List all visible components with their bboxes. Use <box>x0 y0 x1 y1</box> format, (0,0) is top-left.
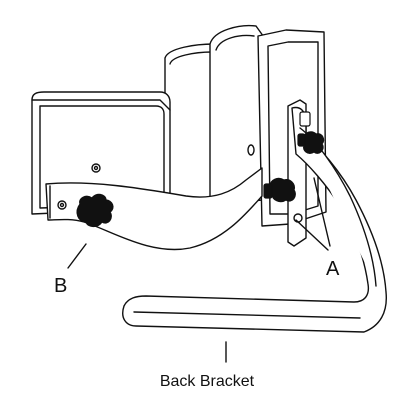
back-bracket <box>122 106 387 333</box>
knob-a-lower-icon[interactable] <box>263 177 296 203</box>
leader-a-lower <box>295 219 329 251</box>
plate-screw-icon <box>293 213 303 223</box>
knob-a-upper-icon[interactable] <box>297 131 325 154</box>
small-nut-icon <box>299 111 311 127</box>
label-b: B <box>54 275 67 297</box>
leader-a-upper <box>313 177 331 247</box>
label-a: A <box>326 258 340 280</box>
label-back-bracket: Back Bracket <box>160 373 255 390</box>
side-screw-icon <box>247 144 255 156</box>
leader-b <box>67 243 87 269</box>
knob-b-icon[interactable] <box>76 193 114 228</box>
